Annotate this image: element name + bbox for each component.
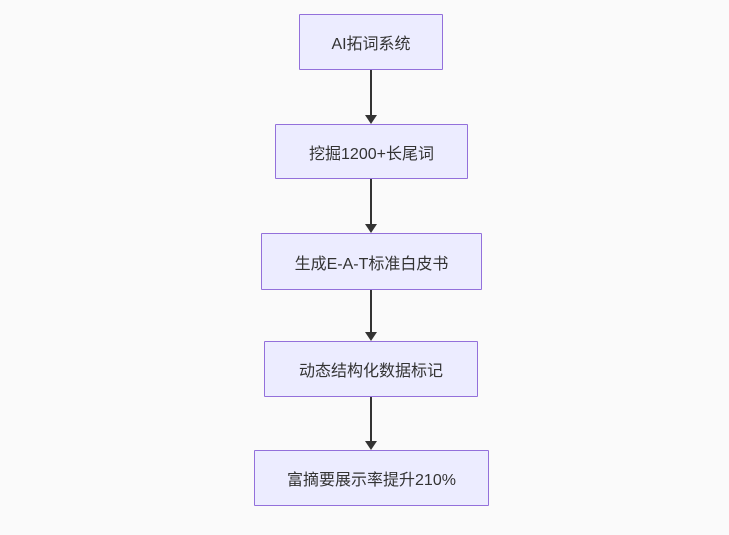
- flow-arrow-1: [364, 70, 378, 124]
- flow-arrow-3: [364, 290, 378, 341]
- arrow-head-icon: [365, 441, 377, 450]
- arrow-line: [370, 70, 372, 115]
- flow-node-ai-word-system: AI拓词系统: [299, 14, 443, 70]
- flow-arrow-2: [364, 179, 378, 233]
- flow-node-structured-data-markup: 动态结构化数据标记: [264, 341, 478, 397]
- arrow-head-icon: [365, 332, 377, 341]
- flow-node-longtail-mining: 挖掘1200+长尾词: [275, 124, 468, 179]
- arrow-line: [370, 179, 372, 224]
- flow-arrow-4: [364, 397, 378, 450]
- arrow-line: [370, 290, 372, 332]
- flow-node-label: 挖掘1200+长尾词: [309, 145, 434, 163]
- flow-node-rich-snippet-result: 富摘要展示率提升210%: [254, 450, 489, 506]
- flow-node-eat-whitepaper: 生成E-A-T标准白皮书: [261, 233, 482, 290]
- flow-node-label: AI拓词系统: [331, 36, 411, 53]
- arrow-line: [370, 397, 372, 441]
- arrow-head-icon: [365, 115, 377, 124]
- flow-node-label: 动态结构化数据标记: [298, 363, 443, 380]
- flow-node-label: 生成E-A-T标准白皮书: [294, 255, 449, 273]
- flow-node-label: 富摘要展示率提升210%: [287, 472, 456, 489]
- arrow-head-icon: [365, 224, 377, 233]
